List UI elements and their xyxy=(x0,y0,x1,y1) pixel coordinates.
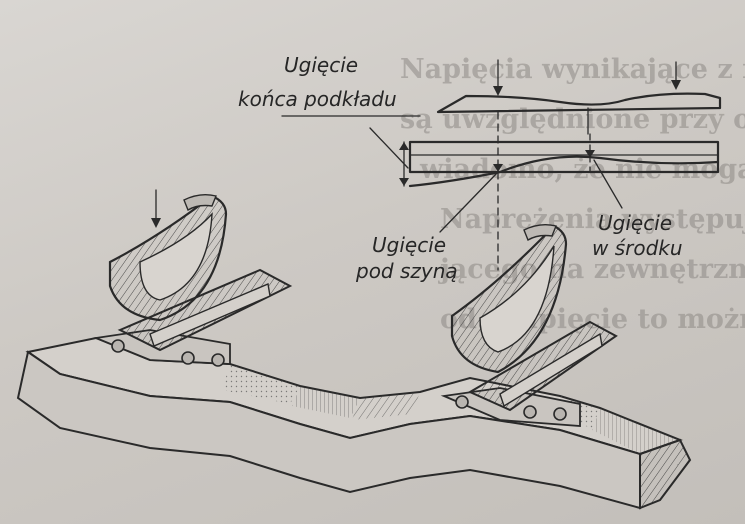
end-deflection-label-line1: Ugięcie xyxy=(284,53,358,77)
background-bleed-text: Napięcia wynikające z napo są uwzględnio… xyxy=(400,54,745,335)
sleeper-profile-diagram xyxy=(436,59,722,135)
right-rail-assembly xyxy=(440,223,618,427)
deflection-beam-diagram xyxy=(399,111,720,271)
bleed-line-3: wiadomo, że nie mogą one p xyxy=(419,154,745,185)
center-deflection-label-line1: Ugięcie xyxy=(598,211,672,235)
sleeper-drawing xyxy=(16,336,692,510)
center-deflection-label-line2: w środku xyxy=(592,236,683,260)
end-deflection-label-line2: końca podkładu xyxy=(238,87,397,111)
figure-labels: Ugięcie końca podkładu Ugięcie pod szyną… xyxy=(238,53,683,283)
left-rail-assembly xyxy=(92,189,293,367)
rail-deflection-label-line1: Ugięcie xyxy=(372,233,446,257)
label-leaders xyxy=(281,115,623,233)
bleed-line-5: jącego na zewnętrznych płatach, jed xyxy=(438,254,745,285)
bleed-line-1: Napięcia wynikające z napo xyxy=(400,54,745,85)
rail-deflection-label-line2: pod szyną xyxy=(355,259,458,283)
